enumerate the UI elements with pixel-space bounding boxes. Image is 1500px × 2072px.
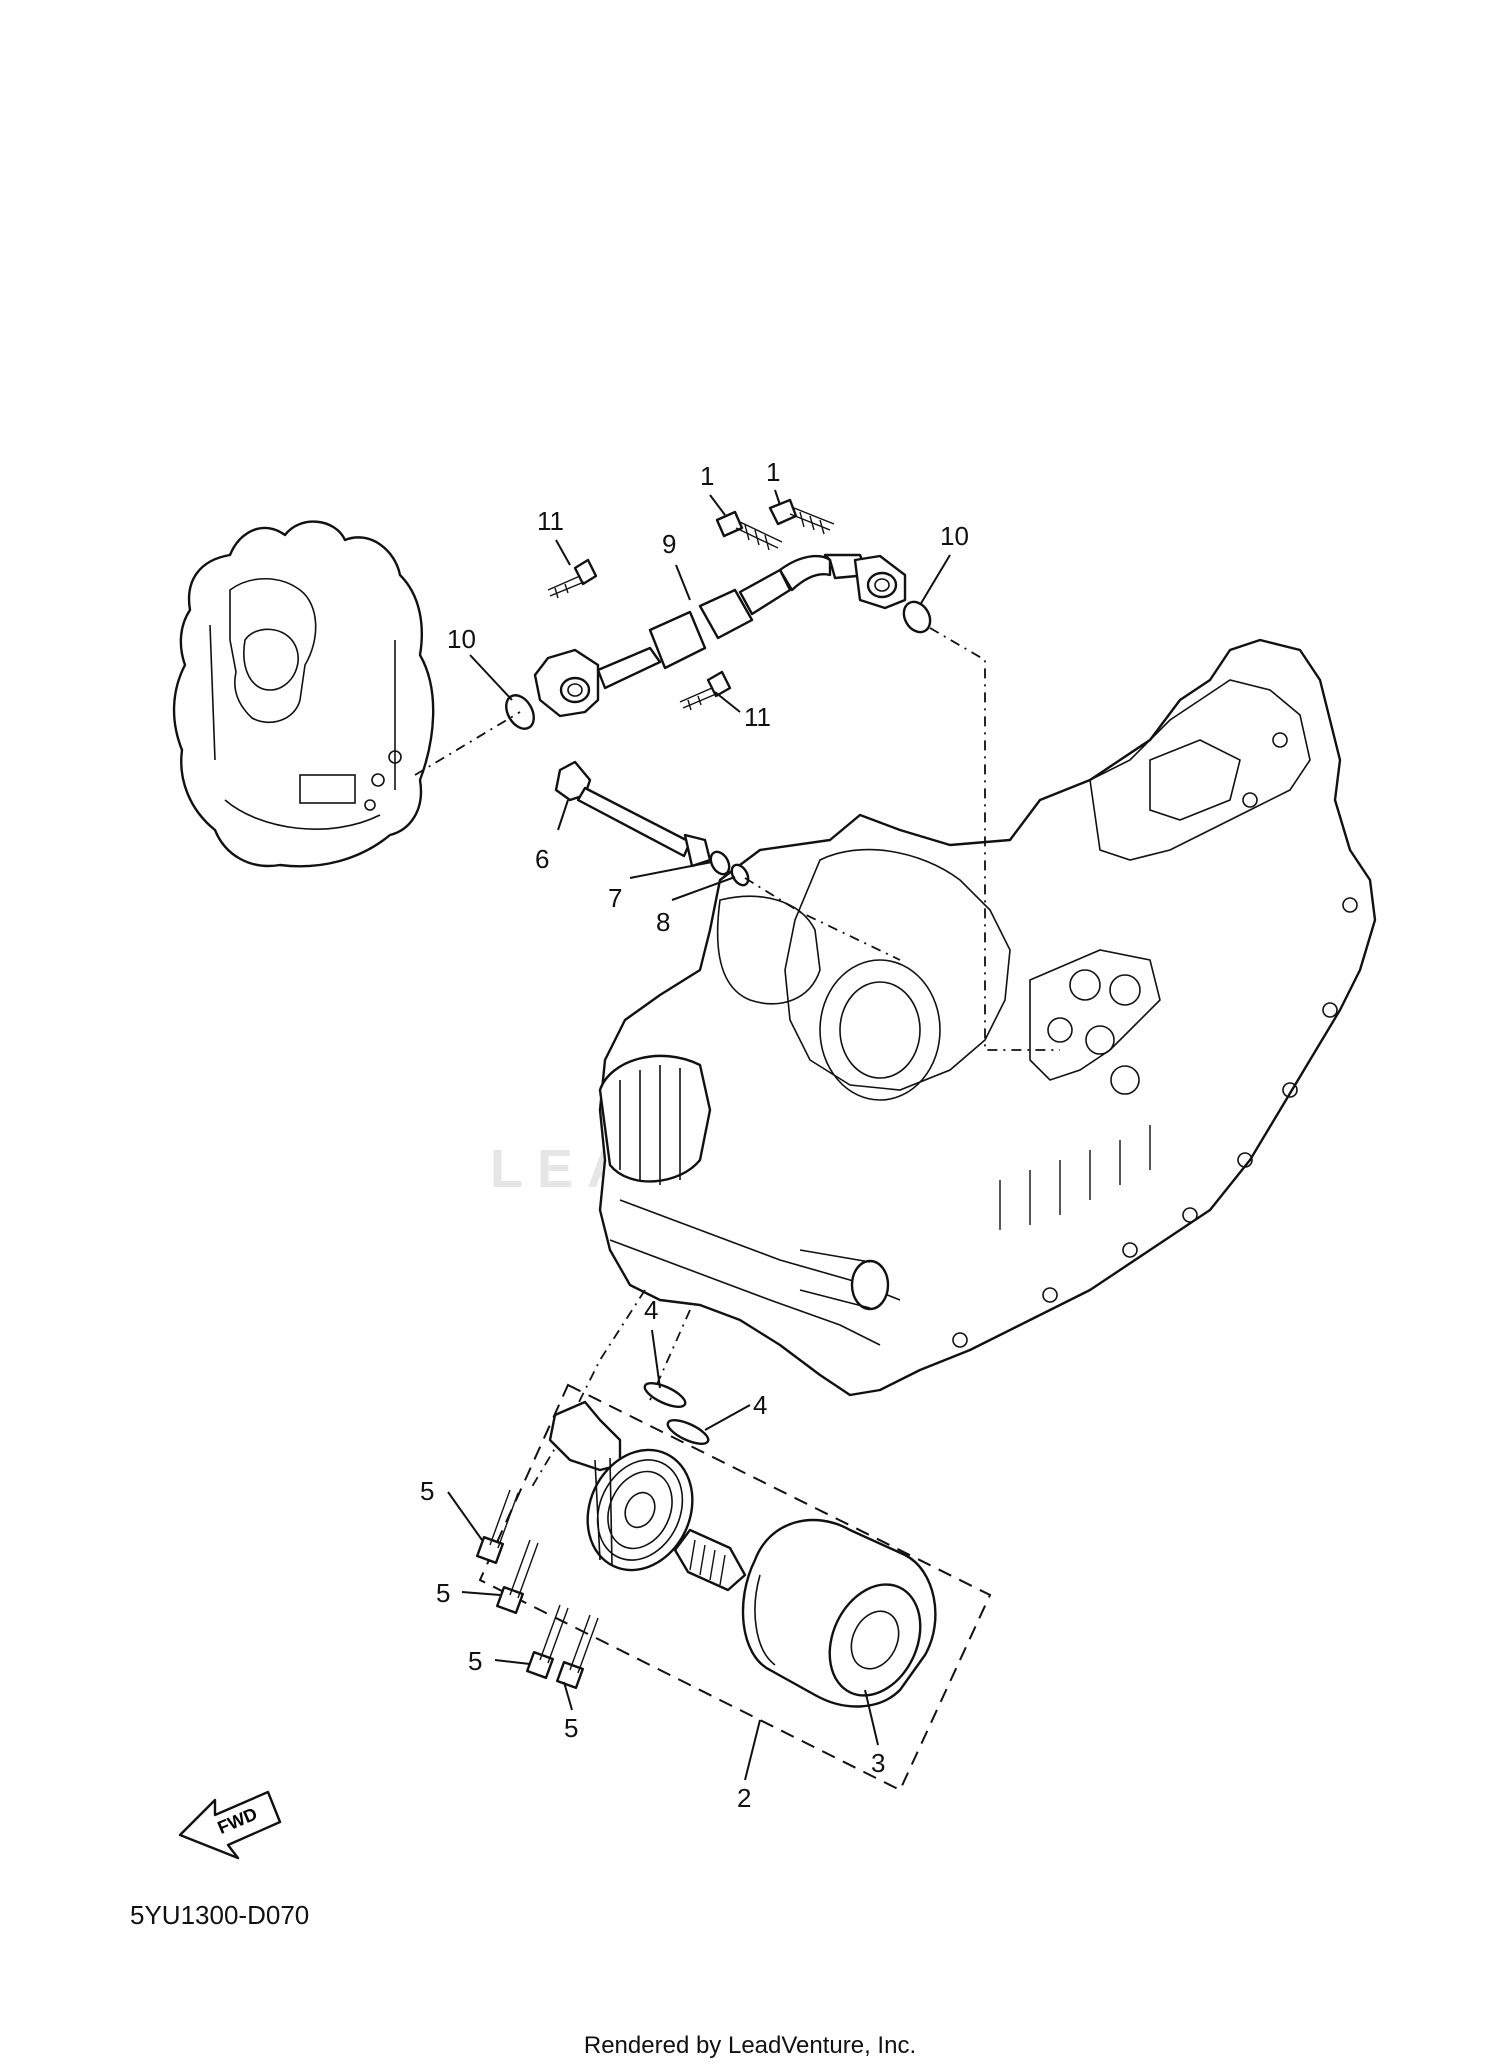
bolt-1a — [715, 510, 783, 551]
callout-10b: 10 — [940, 521, 969, 551]
callout-5a: 5 — [420, 1476, 434, 1506]
o-ring-4b — [666, 1419, 710, 1445]
callout-6: 6 — [535, 844, 549, 874]
o-ring-4a — [643, 1382, 687, 1408]
o-ring-10-right — [902, 600, 932, 634]
callout-8: 8 — [656, 907, 670, 937]
callout-2: 2 — [737, 1783, 751, 1813]
callout-4b: 4 — [753, 1390, 767, 1420]
callout-7: 7 — [608, 883, 622, 913]
o-ring-8 — [730, 863, 750, 887]
fwd-direction-arrow: FWD — [178, 1790, 282, 1860]
callout-4a: 4 — [644, 1295, 658, 1325]
collar-7 — [709, 850, 731, 876]
callout-10a: 10 — [447, 624, 476, 654]
diagram-code: 5YU1300-D070 — [130, 1900, 310, 1930]
callout-5c: 5 — [468, 1646, 482, 1676]
bolt-1b — [768, 498, 835, 535]
callout-11a: 11 — [537, 506, 564, 536]
oil-delivery-pipe — [533, 553, 907, 718]
callout-5d: 5 — [564, 1713, 578, 1743]
callout-1a: 1 — [700, 461, 714, 491]
bolt-5b — [495, 1539, 539, 1615]
callout-1b: 1 — [766, 457, 780, 487]
oil-pipe-6 — [554, 760, 712, 868]
bolt-5d — [555, 1614, 599, 1690]
bolt-11a — [547, 558, 598, 599]
bolt-11b — [679, 670, 732, 711]
crankcase — [598, 638, 1377, 1397]
callout-3: 3 — [871, 1748, 885, 1778]
callout-5b: 5 — [436, 1578, 450, 1608]
bolt-5a — [475, 1489, 519, 1565]
footer-credit: Rendered by LeadVenture, Inc. — [583, 2032, 917, 2059]
callout-11b: 11 — [744, 702, 771, 732]
oil-filter-assembly — [475, 1382, 992, 1792]
callout-9: 9 — [662, 529, 676, 559]
case-bolt-holes — [952, 732, 1358, 1348]
side-cover — [172, 520, 435, 868]
